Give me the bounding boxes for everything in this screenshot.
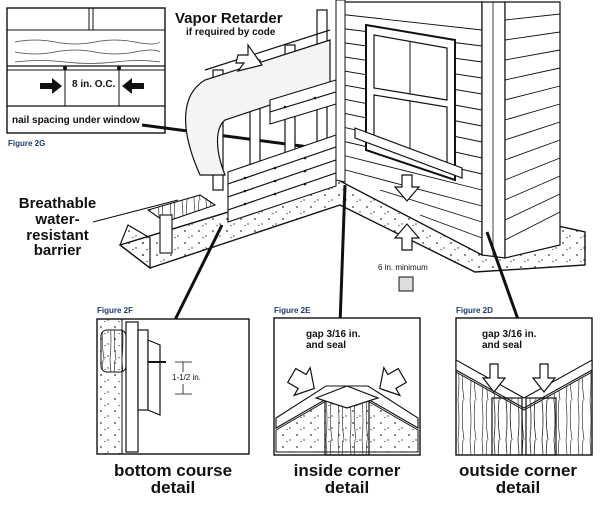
fig2e-caption-line1: inside corner [293,461,401,480]
vapor-retarder-note: if required by code [186,27,276,38]
vapor-arrow-icon [235,43,263,72]
figure-2d-panel [455,317,593,456]
fig2e-caption-line2: detail [324,478,370,497]
fig2d-gap-note: gap 3/16 in. and seal [482,329,537,351]
barrier-line-3: resistant [26,226,89,244]
arrow-left-icon [122,78,144,94]
barrier-line-4: barrier [33,242,82,260]
fig2g-caption: nail spacing under window [12,115,140,126]
figure-2e-panel [273,317,421,456]
fig2g-spacing-label: 8 in. O.C. [72,79,116,90]
figure-2g-panel [6,7,166,134]
house-wall-illustration [118,0,586,273]
fig2d-caption-line1: outside corner [458,461,578,480]
figure-2e-label: Figure 2E [274,306,311,315]
fig2e-gap-line1: gap 3/16 in. [306,329,361,340]
barrier-line-2: water- [35,210,80,228]
arrow-right-icon [40,78,62,94]
min-clearance-label: 6 in. minimum [378,263,428,272]
outside-arrow-left-icon [481,363,507,393]
fig2d-gap-line1: gap 3/16 in. [482,329,537,340]
fig2f-caption-line1: bottom course [113,461,233,480]
ground-marker [398,276,414,292]
fig2f-caption: bottom course detail [78,462,268,496]
fig2f-caption-line2: detail [150,478,196,497]
arrow-down-icon [393,174,421,202]
fig2e-gap-line2: and seal [306,339,347,351]
arrow-up-icon [393,223,421,251]
fig2d-caption-line2: detail [495,478,541,497]
outside-arrow-right-icon [531,363,557,393]
figure-2g-label: Figure 2G [8,139,46,148]
fig2d-caption: outside corner detail [438,462,598,496]
fig2d-gap-line2: and seal [482,339,523,351]
fig2e-gap-note: gap 3/16 in. and seal [306,329,361,351]
inside-arrow-right-icon [379,365,408,397]
fig2e-caption: inside corner detail [262,462,432,496]
vapor-retarder-label: Vapor Retarder [175,10,283,27]
breathable-barrier-label: Breathable water- resistant barrier [10,196,105,259]
figure-2f-label: Figure 2F [97,306,134,315]
figure-2d-label: Figure 2D [456,306,493,315]
barrier-line-1: Breathable [18,195,97,212]
figure-2f-panel [96,318,250,455]
inside-arrow-left-icon [286,365,315,397]
window [354,23,463,182]
fig2f-dimension: 1-1/2 in. [172,373,201,382]
